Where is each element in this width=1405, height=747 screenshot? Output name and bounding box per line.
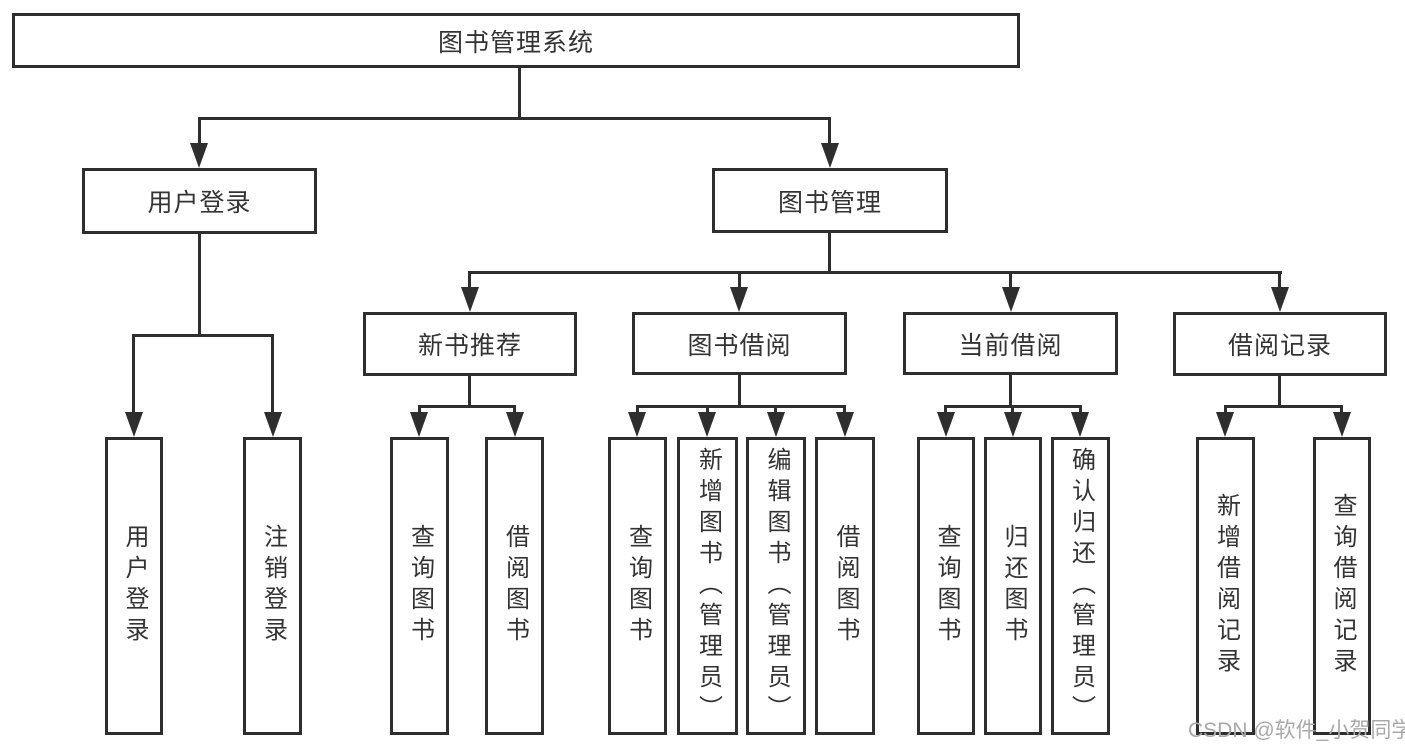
leaf-current-return-book-label: 归还图书 bbox=[1000, 524, 1027, 648]
connector-drop-login-leaf2 bbox=[271, 334, 274, 414]
connector-drop-recommend bbox=[468, 271, 471, 289]
arrowhead-rec-leaf1 bbox=[410, 412, 428, 437]
arrowhead-cur-leaf3 bbox=[1071, 412, 1089, 437]
connector-drop-rec-leaf1 bbox=[418, 405, 421, 414]
leaf-user-login: 用户登录 bbox=[105, 437, 163, 735]
connector-root-split bbox=[198, 117, 830, 120]
connector-drop-bor-leaf1 bbox=[636, 405, 639, 414]
node-new-book-recommend: 新书推荐 bbox=[363, 312, 577, 376]
node-library-system: 图书管理系统 bbox=[12, 13, 1020, 68]
connector-drop-user-login bbox=[198, 117, 201, 144]
node-book-borrow-label: 图书借阅 bbox=[687, 331, 792, 360]
node-current-borrow: 当前借阅 bbox=[903, 312, 1118, 375]
node-book-mgmt: 图书管理 bbox=[712, 168, 948, 233]
arrowhead-bor-leaf1 bbox=[628, 412, 646, 437]
connector-drop-cur-leaf1 bbox=[944, 405, 947, 414]
node-book-borrow: 图书借阅 bbox=[632, 312, 847, 375]
leaf-current-return-book: 归还图书 bbox=[984, 437, 1042, 735]
leaf-record-query-borrow-record: 查询借阅记录 bbox=[1313, 437, 1371, 735]
csdn-watermark: CSDN @软件_小贺同学 bbox=[1188, 719, 1405, 742]
leaf-recommend-query-book-label: 查询图书 bbox=[406, 524, 434, 648]
connector-mgmt-trunk bbox=[828, 233, 831, 273]
leaf-logout-label: 注销登录 bbox=[259, 524, 287, 648]
leaf-recommend-query-book: 查询图书 bbox=[390, 437, 449, 735]
leaf-current-confirm-return-admin: 确认归还（管理员） bbox=[1051, 437, 1110, 735]
connector-recommend-split bbox=[418, 405, 516, 408]
arrowhead-login-leaf2 bbox=[264, 412, 282, 437]
node-borrow-record-label: 借阅记录 bbox=[1227, 332, 1332, 360]
node-book-mgmt-label: 图书管理 bbox=[777, 188, 882, 217]
leaf-current-confirm-return-admin-label: 确认归还（管理员） bbox=[1067, 446, 1095, 726]
connector-mgmt-split bbox=[468, 271, 1282, 274]
arrowhead-login-leaf1 bbox=[125, 412, 143, 437]
connector-drop-book-mgmt bbox=[828, 117, 831, 144]
leaf-current-query-book: 查询图书 bbox=[917, 437, 975, 735]
arrowhead-bor-leaf3 bbox=[767, 412, 785, 437]
connector-drop-rec-leaf2 bbox=[513, 405, 516, 414]
connector-drop-cur-leaf2 bbox=[1011, 405, 1014, 414]
connector-recommend-trunk bbox=[468, 376, 471, 407]
connector-record-split bbox=[1224, 405, 1343, 408]
leaf-recommend-borrow-book-label: 借阅图书 bbox=[501, 524, 529, 648]
leaf-borrow-query-book-label: 查询图书 bbox=[624, 524, 652, 648]
leaf-user-login-label: 用户登录 bbox=[121, 524, 148, 648]
leaf-recommend-borrow-book: 借阅图书 bbox=[485, 437, 544, 735]
arrowhead-rec-leaf2 bbox=[506, 412, 524, 437]
leaf-borrow-borrow-book: 借阅图书 bbox=[815, 437, 875, 735]
connector-current-trunk bbox=[1009, 375, 1012, 407]
arrowhead-recommend bbox=[461, 287, 479, 312]
connector-login-trunk bbox=[198, 234, 201, 336]
connector-drop-recd-leaf1 bbox=[1224, 405, 1227, 414]
leaf-borrow-add-book-admin-label: 新增图书（管理员） bbox=[694, 446, 722, 726]
leaf-current-query-book-label: 查询图书 bbox=[933, 524, 960, 648]
leaf-borrow-edit-book-admin-label: 编辑图书（管理员） bbox=[763, 446, 790, 726]
arrowhead-record bbox=[1271, 287, 1289, 312]
node-current-borrow-label: 当前借阅 bbox=[958, 331, 1063, 360]
connector-drop-recd-leaf2 bbox=[1340, 405, 1343, 414]
connector-record-trunk bbox=[1278, 376, 1281, 407]
connector-drop-borrow bbox=[738, 271, 741, 289]
connector-drop-bor-leaf4 bbox=[843, 405, 846, 414]
connector-borrow-split bbox=[636, 405, 846, 408]
arrowhead-borrow bbox=[730, 287, 748, 312]
connector-root-trunk bbox=[518, 68, 521, 118]
leaf-borrow-borrow-book-label: 借阅图书 bbox=[832, 524, 859, 648]
connector-drop-record bbox=[1278, 271, 1281, 289]
connector-drop-bor-leaf2 bbox=[706, 405, 709, 414]
arrowhead-bor-leaf2 bbox=[698, 412, 716, 437]
leaf-borrow-add-book-admin: 新增图书（管理员） bbox=[677, 437, 738, 735]
arrowhead-recd-leaf1 bbox=[1216, 412, 1234, 437]
leaf-logout: 注销登录 bbox=[243, 437, 302, 735]
node-user-login-label: 用户登录 bbox=[147, 189, 252, 217]
connector-borrow-trunk bbox=[738, 375, 741, 407]
arrowhead-book-mgmt bbox=[821, 143, 839, 168]
node-new-book-recommend-label: 新书推荐 bbox=[417, 332, 522, 360]
leaf-record-add-borrow-record-label: 新增借阅记录 bbox=[1212, 493, 1240, 679]
arrowhead-recd-leaf2 bbox=[1333, 412, 1351, 437]
connector-drop-current bbox=[1009, 271, 1012, 289]
arrowhead-user-login bbox=[190, 143, 208, 168]
connector-drop-login-leaf1 bbox=[132, 334, 135, 414]
node-library-system-label: 图书管理系统 bbox=[437, 28, 594, 57]
arrowhead-cur-leaf2 bbox=[1004, 412, 1022, 437]
node-user-login: 用户登录 bbox=[82, 168, 317, 234]
connector-drop-bor-leaf3 bbox=[774, 405, 777, 414]
leaf-borrow-query-book: 查询图书 bbox=[608, 437, 667, 735]
leaf-record-query-borrow-record-label: 查询借阅记录 bbox=[1329, 493, 1356, 679]
node-borrow-record: 借阅记录 bbox=[1173, 312, 1387, 376]
arrowhead-current bbox=[1002, 287, 1020, 312]
leaf-borrow-edit-book-admin: 编辑图书（管理员） bbox=[746, 437, 806, 735]
arrowhead-cur-leaf1 bbox=[937, 412, 955, 437]
connector-drop-cur-leaf3 bbox=[1079, 405, 1082, 414]
connector-login-split bbox=[133, 334, 274, 337]
arrowhead-bor-leaf4 bbox=[836, 412, 854, 437]
leaf-record-add-borrow-record: 新增借阅记录 bbox=[1196, 437, 1255, 735]
